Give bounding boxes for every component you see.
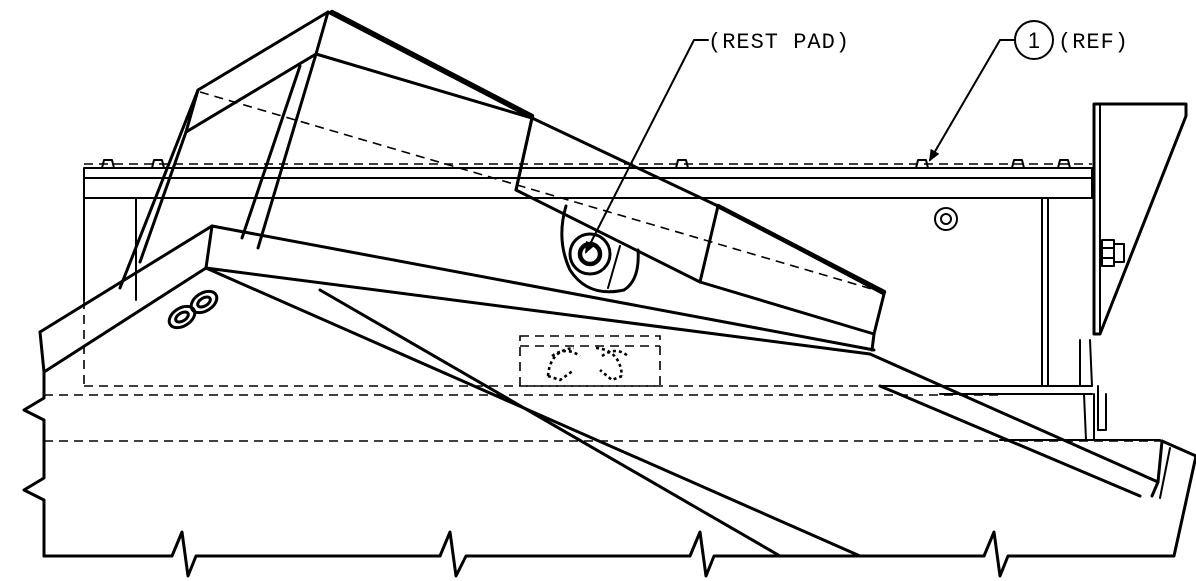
- item-ref-label: (REF): [1058, 30, 1129, 55]
- bottom-break-line: [42, 530, 1162, 578]
- frame-bolt-icon: [934, 207, 958, 231]
- hidden-lines: [44, 91, 1162, 442]
- item-balloon: [1014, 20, 1054, 60]
- right-end-bracket: [1079, 102, 1188, 441]
- double-washer-icon: [167, 289, 219, 330]
- item-number: 1: [1028, 28, 1040, 53]
- rest-pad-label: (REST PAD): [708, 30, 850, 55]
- item-ref-callout: 1 (REF): [928, 20, 1129, 162]
- rest-pad-callout: (REST PAD): [585, 30, 850, 254]
- tilted-support-body: [118, 9, 887, 352]
- front-wedge-base: [22, 224, 1196, 558]
- hidden-pocket: [519, 335, 661, 387]
- hex-nut-icon: [1101, 239, 1125, 267]
- rear-frame-rail: [83, 159, 1161, 441]
- left-break-line: [22, 370, 46, 558]
